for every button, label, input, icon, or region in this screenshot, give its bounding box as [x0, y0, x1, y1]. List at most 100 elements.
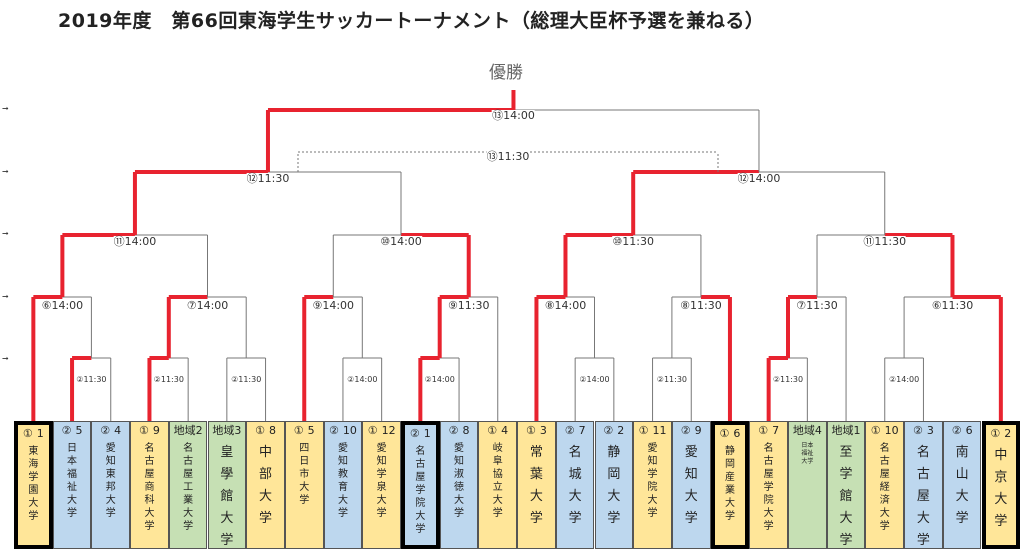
team-name: 至学館大学 — [839, 445, 853, 548]
team-number: 3 — [539, 424, 547, 437]
team-name: 常葉大学 — [529, 445, 543, 526]
match-time-label: ⑦11:30 — [796, 299, 838, 312]
match-time-label: ⑫14:00 — [737, 172, 781, 185]
team-number: 10 — [884, 424, 899, 437]
team-number: 11 — [652, 424, 667, 437]
team-seed: 地域3 — [212, 424, 242, 437]
team-number: 2 — [617, 424, 625, 437]
match-time-label: ⑫11:30 — [246, 172, 290, 185]
team-number: 3 — [926, 424, 934, 437]
team-number: 7 — [772, 424, 780, 437]
team-number: 2 — [1004, 427, 1012, 440]
team-name: 皇學館大学 — [220, 445, 234, 548]
match-time-label: ⑥14:00 — [41, 299, 84, 312]
prelim-time-label: ②11:30 — [153, 374, 184, 386]
team-name: 日本福祉大学 — [801, 442, 814, 465]
team-name: 愛知学泉大学 — [376, 443, 387, 519]
team-number: 10 — [342, 424, 357, 437]
team-name: 静岡大学 — [607, 445, 621, 526]
page-title: 2019年度 第66回東海学生サッカートーナメント（総理大臣杯予選を兼ねる） — [58, 10, 765, 32]
team-seed: 地域1 — [831, 424, 861, 437]
prelim-time-label: ②11:30 — [656, 374, 688, 386]
team-number: 1 — [36, 427, 44, 440]
team-box: 地域4 日本福祉大学 — [788, 421, 827, 549]
prelim-time-label: ②14:00 — [579, 374, 610, 386]
team-name: 中部大学 — [259, 445, 273, 526]
match-time-label: ⑬14:00 — [492, 109, 535, 122]
row-arrow-icon: ➞ — [2, 354, 9, 363]
team-number: 8 — [462, 424, 470, 437]
row-arrow-icon: ➞ — [2, 104, 9, 113]
team-name: 四日市大学 — [299, 443, 310, 506]
team-number: 5 — [307, 424, 315, 437]
match-time-label: ⑨14:00 — [312, 299, 355, 312]
team-name: 名古屋商科大学 — [144, 443, 155, 532]
team-name: 愛知学院大学 — [647, 443, 658, 519]
prelim-time-label: ②11:30 — [772, 374, 804, 386]
match-time-label: ⑥11:30 — [931, 299, 974, 312]
match-time-label: ⑩14:00 — [380, 235, 422, 248]
team-name: 愛知淑徳大学 — [454, 443, 465, 519]
team-seed: 地域2 — [173, 424, 203, 437]
team-number: 6 — [965, 424, 973, 437]
champion-label: 優勝 — [489, 63, 523, 83]
team-name: 南山大学 — [955, 445, 969, 526]
team-seed: 地域4 — [792, 424, 822, 437]
team-name: 名古屋経済大学 — [879, 443, 890, 532]
match-time-label: ⑪11:30 — [863, 235, 907, 248]
team-name: 名古屋工業大学 — [183, 443, 194, 532]
team-name: 名古屋大学 — [916, 445, 930, 548]
team-number: 8 — [268, 424, 276, 437]
prelim-time-label: ②11:30 — [76, 374, 107, 386]
team-number: 9 — [152, 424, 160, 437]
row-arrow-icon: ➞ — [2, 292, 9, 301]
team-number: 7 — [578, 424, 586, 437]
team-name: 日本福祉大学 — [67, 443, 78, 519]
match-time-label: ⑬11:30 — [486, 150, 530, 163]
prelim-time-label: ②11:30 — [231, 374, 262, 386]
team-name: 名古屋学院大学 — [763, 443, 774, 532]
team-name: 中京大学 — [994, 448, 1008, 529]
team-number: 9 — [694, 424, 702, 437]
team-name: 愛知大学 — [684, 445, 698, 526]
row-arrow-icon: ➞ — [2, 167, 9, 176]
team-name: 愛知教育大学 — [337, 443, 348, 519]
team-name: 名古屋学院大学 — [415, 446, 426, 535]
match-time-label: ⑧11:30 — [680, 299, 722, 312]
match-time-label: ⑪14:00 — [113, 235, 157, 248]
team-name: 静岡産業大学 — [724, 446, 735, 522]
team-name: 名城大学 — [568, 445, 582, 526]
team-number: 4 — [501, 424, 509, 437]
